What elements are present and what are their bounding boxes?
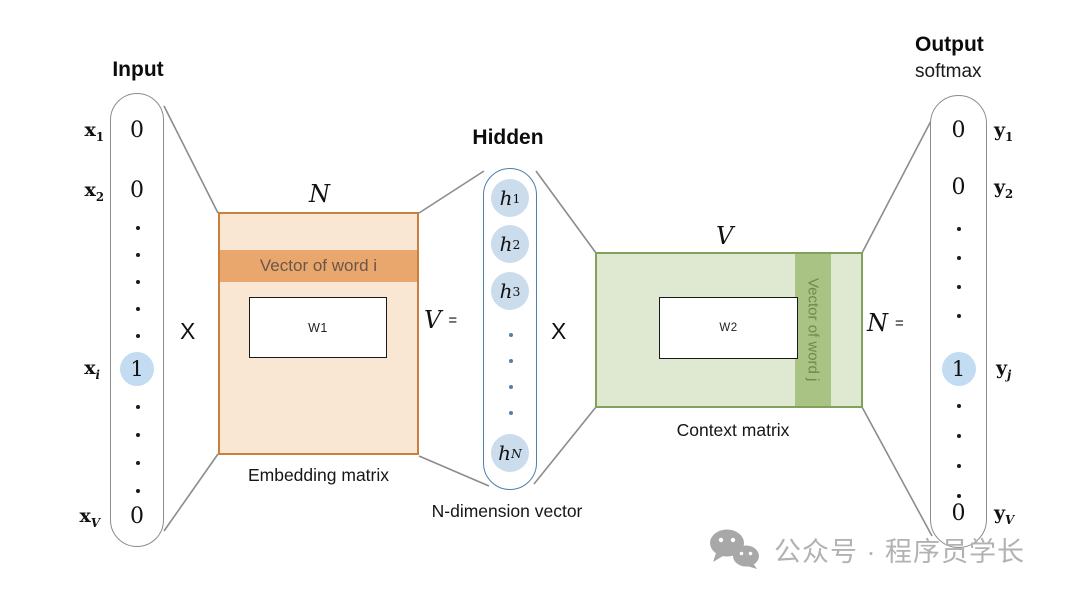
ellipsis-dot (957, 434, 961, 438)
dim-N: N (867, 309, 888, 337)
ellipsis-dot (509, 333, 513, 337)
ellipsis-dot (136, 405, 140, 409)
context-caption: Context matrix (676, 420, 790, 440)
embedding-caption: Embedding matrix (247, 465, 390, 485)
output-label-yj: yj (996, 357, 1012, 382)
ellipsis-dot (957, 404, 961, 408)
input-value-V: 0 (130, 504, 144, 529)
w1-weight-box: W1 (249, 297, 387, 358)
w2-weight-box: W2 (659, 297, 798, 359)
input-value-1: 0 (130, 118, 144, 143)
ellipsis-dot (957, 494, 961, 498)
ellipsis-dot (957, 256, 961, 260)
output-value-j: 1 (931, 352, 986, 386)
output-vector-pill: 0 0 1 0 (930, 95, 987, 548)
context-dim-V: V (716, 222, 734, 250)
multiply-sign-right: X (551, 318, 567, 344)
ellipsis-dot (957, 227, 961, 231)
input-label-xi: xi (84, 357, 100, 382)
equals-sign-left: = (448, 312, 458, 329)
ellipsis-dot (957, 464, 961, 468)
output-label-y2: y2 (994, 176, 1014, 201)
ellipsis-dot (136, 489, 140, 493)
ellipsis-dot (509, 411, 513, 415)
output-label-yV: yV (994, 502, 1015, 527)
output-title: Output (915, 33, 984, 56)
hidden-caption: N-dimension vector (431, 501, 583, 521)
input-vector-pill: 0 0 1 0 (110, 93, 164, 547)
embedding-row-band: Vector of word i (220, 250, 417, 282)
ellipsis-dot (957, 285, 961, 289)
output-value-1: 0 (951, 118, 966, 143)
wechat-icon (710, 529, 759, 569)
result-dim-N-equals: N = (867, 309, 904, 337)
output-label-y1: y1 (994, 119, 1014, 144)
input-value-2: 0 (130, 178, 144, 203)
input-title: Input (112, 58, 164, 81)
ellipsis-dot (136, 253, 140, 257)
output-value-2: 0 (951, 175, 966, 200)
ellipsis-dot (136, 334, 140, 338)
output-value-V: 0 (951, 501, 966, 526)
equals-sign-right: = (895, 315, 904, 332)
input-label-xV: xV (79, 505, 100, 530)
multiply-sign-left: X (180, 318, 196, 344)
embedding-matrix: Vector of word i W1 (218, 212, 419, 455)
ellipsis-dot (136, 307, 140, 311)
input-label-x1: x1 (84, 119, 104, 144)
ellipsis-dot (136, 433, 140, 437)
output-subtitle: softmax (915, 61, 982, 82)
embedding-dim-N: N (309, 180, 330, 208)
context-matrix: Vector of word j W2 (595, 252, 863, 408)
dim-V: V (424, 306, 442, 334)
context-column-band: Vector of word j (795, 254, 831, 406)
watermark: 公众号 · 程序员学长 (708, 529, 1025, 569)
input-one-hot-circle: 1 (120, 352, 154, 386)
ellipsis-dot (136, 280, 140, 284)
input-value-i: 1 (111, 352, 163, 386)
ellipsis-dot (509, 385, 513, 389)
ellipsis-dot (957, 314, 961, 318)
output-one-hot-circle: 1 (941, 352, 976, 386)
input-label-x2: x2 (84, 179, 104, 204)
ellipsis-dot (136, 461, 140, 465)
ellipsis-dot (136, 226, 140, 230)
ellipsis-dot (509, 359, 513, 363)
watermark-text: 公众号 · 程序员学长 (774, 536, 1025, 567)
result-dim-V-equals: V = (424, 306, 457, 334)
hidden-title: Hidden (472, 126, 544, 149)
